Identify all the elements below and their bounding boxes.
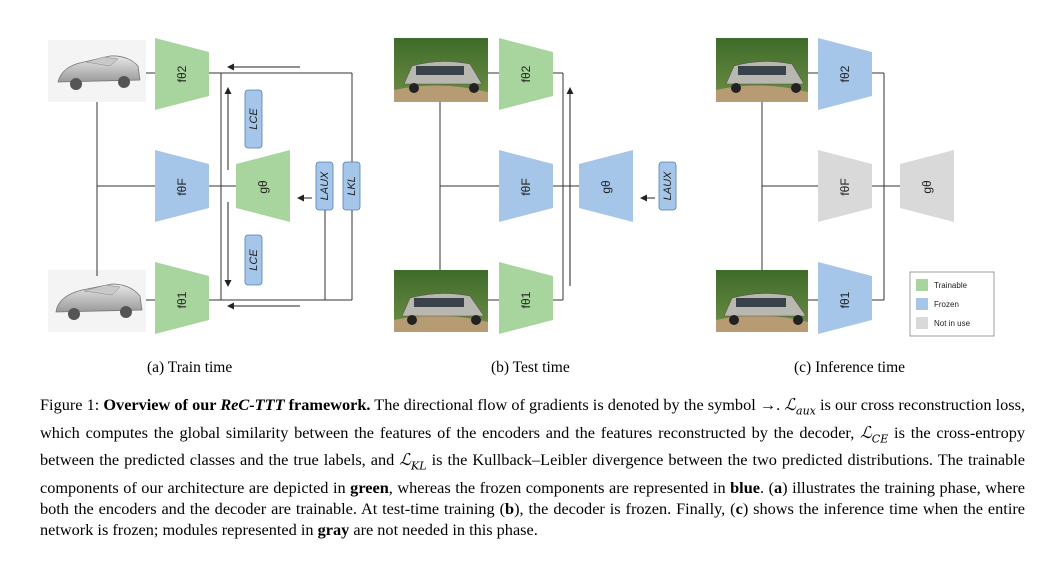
encoder-top-b — [499, 38, 553, 110]
legend-trainable: Trainable — [934, 281, 968, 290]
connector-lines-c — [761, 72, 900, 301]
gradient-arrows-a — [224, 63, 312, 310]
connector-lines-b — [439, 72, 579, 301]
car-render-bottom — [48, 270, 146, 332]
loss-ce-top: LCE — [248, 108, 260, 130]
enc-bot-label-a: fθ1 — [175, 291, 189, 308]
caption-figure-label: Figure 1: — [40, 395, 100, 414]
enc-top-label-b: fθ2 — [519, 65, 533, 82]
legend-swatch-not-in-use — [916, 317, 928, 329]
loss-aux-b: LAUX — [662, 171, 674, 200]
subcaption-b: (b) Test time — [491, 359, 570, 376]
car-photo-bottom-c — [716, 270, 808, 332]
caption-title: Overview of our ReC-TTT framework. — [103, 395, 371, 414]
loss-ce-top-box — [244, 89, 263, 149]
decoder-a — [236, 150, 290, 222]
enc-mid-label-a: fθF — [175, 178, 189, 195]
loss-kl: LKL — [346, 176, 358, 196]
legend-frozen: Frozen — [934, 300, 959, 309]
connector-lines-a — [96, 72, 353, 301]
legend-swatch-trainable — [916, 279, 928, 291]
subcaption-c: (c) Inference time — [794, 359, 906, 376]
math-l-aux: ℒaux — [784, 395, 816, 418]
legend-not-in-use: Not in use — [934, 319, 971, 328]
figure-caption: Figure 1: Overview of our ReC-TTT framew… — [40, 395, 1025, 540]
enc-bot-label-b: fθ1 — [519, 291, 533, 308]
enc-top-label-a: fθ2 — [175, 65, 189, 82]
panel-a-train-time: fθ2 fθF fθ1 gθ LCE LCE LAUX LKL — [48, 38, 361, 334]
gradient-arrows-b — [566, 87, 655, 286]
legend-swatch-frozen — [916, 298, 928, 310]
decoder-label-c: gθ — [920, 180, 934, 194]
encoder-bot-b — [499, 262, 553, 334]
loss-kl-box — [342, 161, 361, 211]
loss-aux-a: LAUX — [319, 171, 331, 200]
math-l-kl: ℒKL — [399, 450, 427, 473]
car-render-top — [48, 40, 146, 102]
panel-b-test-time: fθ2 fθF fθ1 gθ LAUX — [394, 38, 677, 334]
decoder-label-b: gθ — [599, 180, 613, 194]
encoder-bot-c — [818, 262, 872, 334]
encoder-top-c — [818, 38, 872, 110]
framework-figure: fθ2 fθF fθ1 gθ LCE LCE LAUX LKL — [48, 38, 995, 337]
math-l-ce: ℒCE — [860, 422, 889, 445]
loss-aux-box-b — [658, 161, 677, 211]
loss-ce-bot: LCE — [248, 249, 260, 271]
car-photo-top-b — [394, 38, 488, 102]
legend: Trainable Frozen Not in use — [909, 271, 995, 337]
panel-c-inference-time: fθ2 fθF fθ1 gθ Trainable Frozen Not in u… — [716, 38, 995, 337]
loss-ce-bot-box — [244, 234, 263, 286]
encoder-mid-c — [818, 150, 872, 222]
enc-top-label-c: fθ2 — [838, 65, 852, 82]
enc-mid-label-b: fθF — [519, 178, 533, 195]
car-photo-bottom-b — [394, 270, 488, 332]
encoder-mid-b — [499, 150, 553, 222]
car-photo-top-c — [716, 38, 808, 102]
subcaption-a: (a) Train time — [147, 359, 233, 376]
encoder-bot-a — [155, 262, 209, 334]
decoder-c — [900, 150, 954, 222]
enc-mid-label-c: fθF — [838, 178, 852, 195]
decoder-b — [579, 150, 633, 222]
loss-aux-box-a — [315, 161, 334, 211]
enc-bot-label-c: fθ1 — [838, 291, 852, 308]
decoder-label-a: gθ — [256, 180, 270, 194]
encoder-mid-a — [155, 150, 209, 222]
encoder-top-a — [155, 38, 209, 110]
